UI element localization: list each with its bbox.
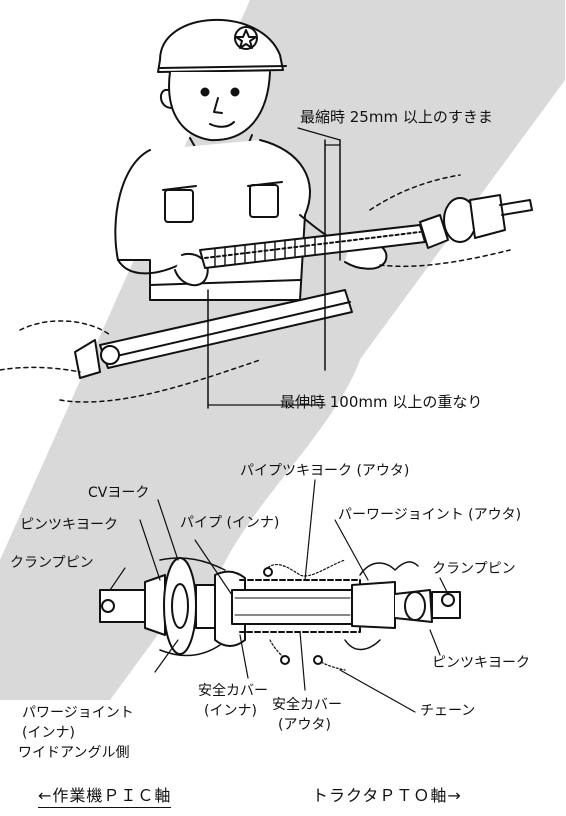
label-chain: チェーン [420,703,476,719]
pto-shaft-exploded-view [99,479,461,713]
footer-tractor-side: トラクタＰＴＯ軸→ [312,786,462,805]
worker-illustration [0,18,533,409]
label-pin-yoke-left: ピンツキヨーク [20,517,118,533]
footer-implement-side: ←作業機ＰＩＣ軸 [38,786,172,808]
face [168,71,271,142]
label-cv-yoke: CVヨーク [88,485,150,501]
label-min-clearance: 最縮時 25mm 以上のすきま [300,108,493,126]
label-power-joint-inner: パワージョイント [22,705,134,721]
chain-upper [264,559,346,577]
label-power-joint-outer: パーワージョイント (アウタ) [338,507,522,523]
label-power-joint-inner-sub: (インナ) [22,725,75,741]
left-hand [174,252,209,287]
label-safety-cover-outer: 安全カバー [272,697,342,713]
label-safety-cover-inner-sub: (インナ) [204,703,257,719]
label-wide-angle-side: ワイドアングル側 [18,745,130,761]
label-safety-cover-outer-sub: (アウタ) [278,717,331,733]
label-clamp-pin-left: クランプピン [10,555,94,571]
label-max-overlap: 最伸時 100mm 以上の重なり [280,393,483,411]
label-clamp-pin-right: クランプピン [432,561,516,577]
label-pipe-yoke-outer: パイプツキヨーク (アウタ) [240,463,410,479]
label-pin-yoke-right: ピンツキヨーク [432,655,530,671]
label-pipe-inner: パイプ (インナ) [180,515,280,531]
label-safety-cover-inner: 安全カバー [198,683,268,699]
shaft-outer-tube [199,224,426,269]
